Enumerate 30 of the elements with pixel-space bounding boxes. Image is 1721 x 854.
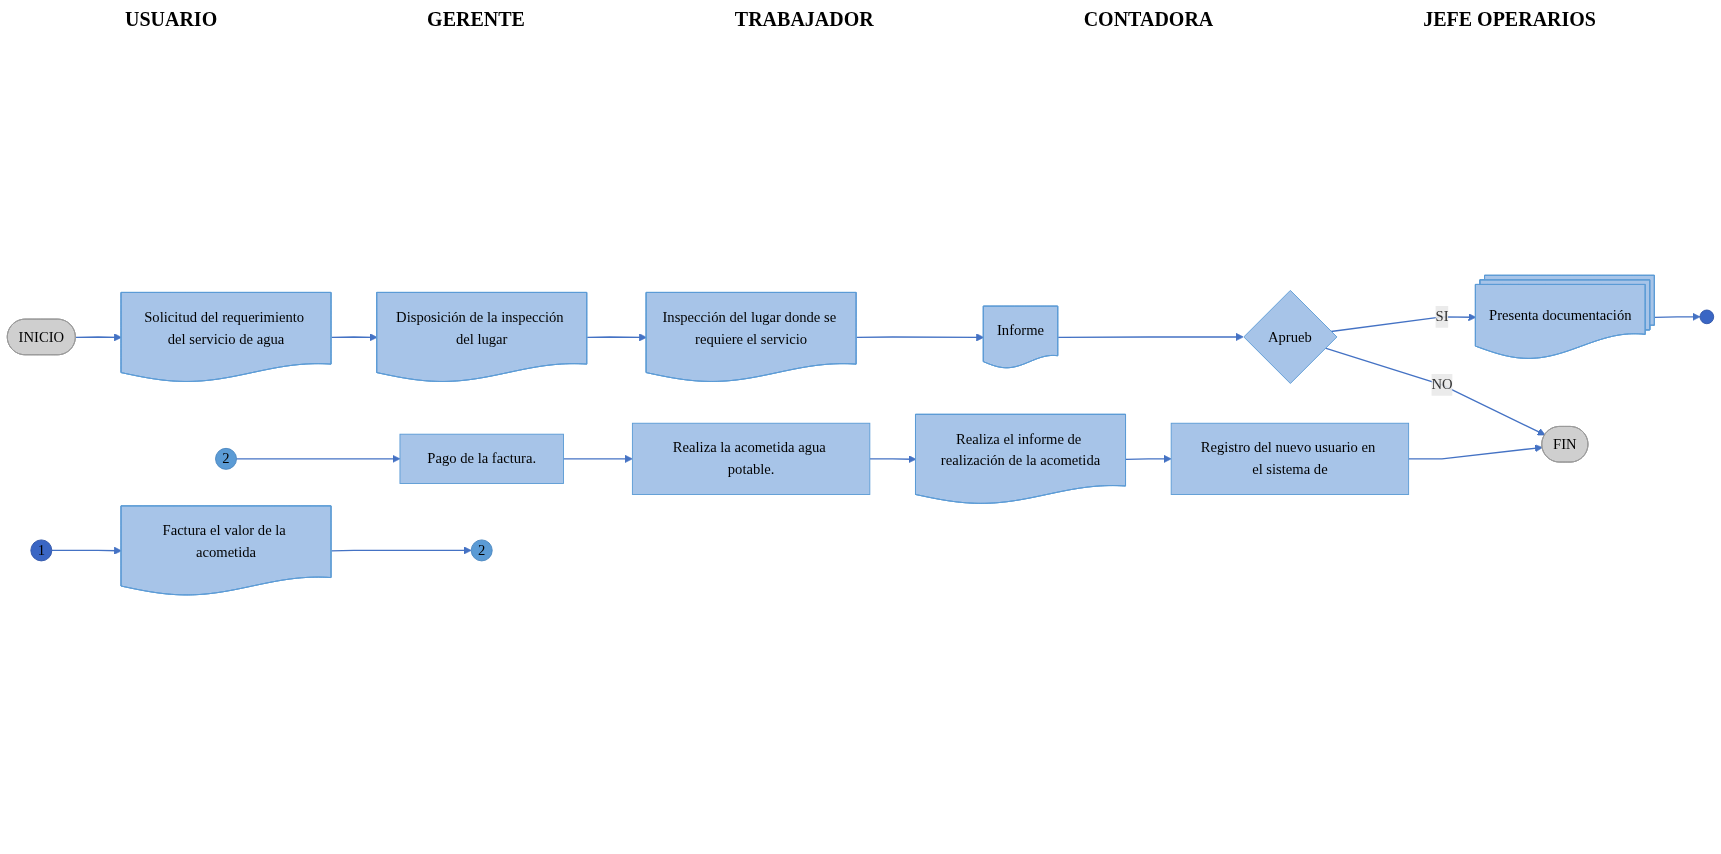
node-circle: 1 (30, 539, 53, 562)
column-header: GERENTE (427, 8, 525, 31)
arrow (330, 546, 472, 555)
node-box: Pago de la factura. (399, 433, 564, 484)
arrow (330, 333, 378, 342)
column-header: TRABAJADOR (734, 8, 874, 31)
node-circle: 2 (215, 447, 237, 470)
arrow (855, 333, 985, 342)
edge-label: SI (1435, 308, 1449, 325)
arrow (235, 454, 401, 463)
edge-label: NO (1431, 376, 1453, 393)
arrow (562, 454, 633, 463)
arrow (1057, 332, 1244, 341)
arrow (1407, 444, 1543, 460)
column-header: CONTADORA (1083, 8, 1214, 31)
node-box: Realiza la acometida agua potable. (631, 422, 871, 495)
arrow (869, 455, 917, 464)
column-header: USUARIO (124, 8, 218, 31)
node-circle: 2 (470, 539, 493, 562)
arrow (586, 333, 647, 342)
column-header: JEFE OPERARIOS (1423, 8, 1596, 31)
node-box: Registro del nuevo usuario en el sistema de (1170, 422, 1410, 495)
arrow (75, 333, 122, 342)
arrow (51, 546, 122, 555)
arrow (1324, 347, 1546, 436)
node-circle (1699, 309, 1715, 325)
node-diamond: Aprueb (1243, 289, 1338, 384)
arrow (1125, 454, 1172, 463)
arrow (1330, 313, 1477, 333)
arrow (1654, 312, 1701, 321)
